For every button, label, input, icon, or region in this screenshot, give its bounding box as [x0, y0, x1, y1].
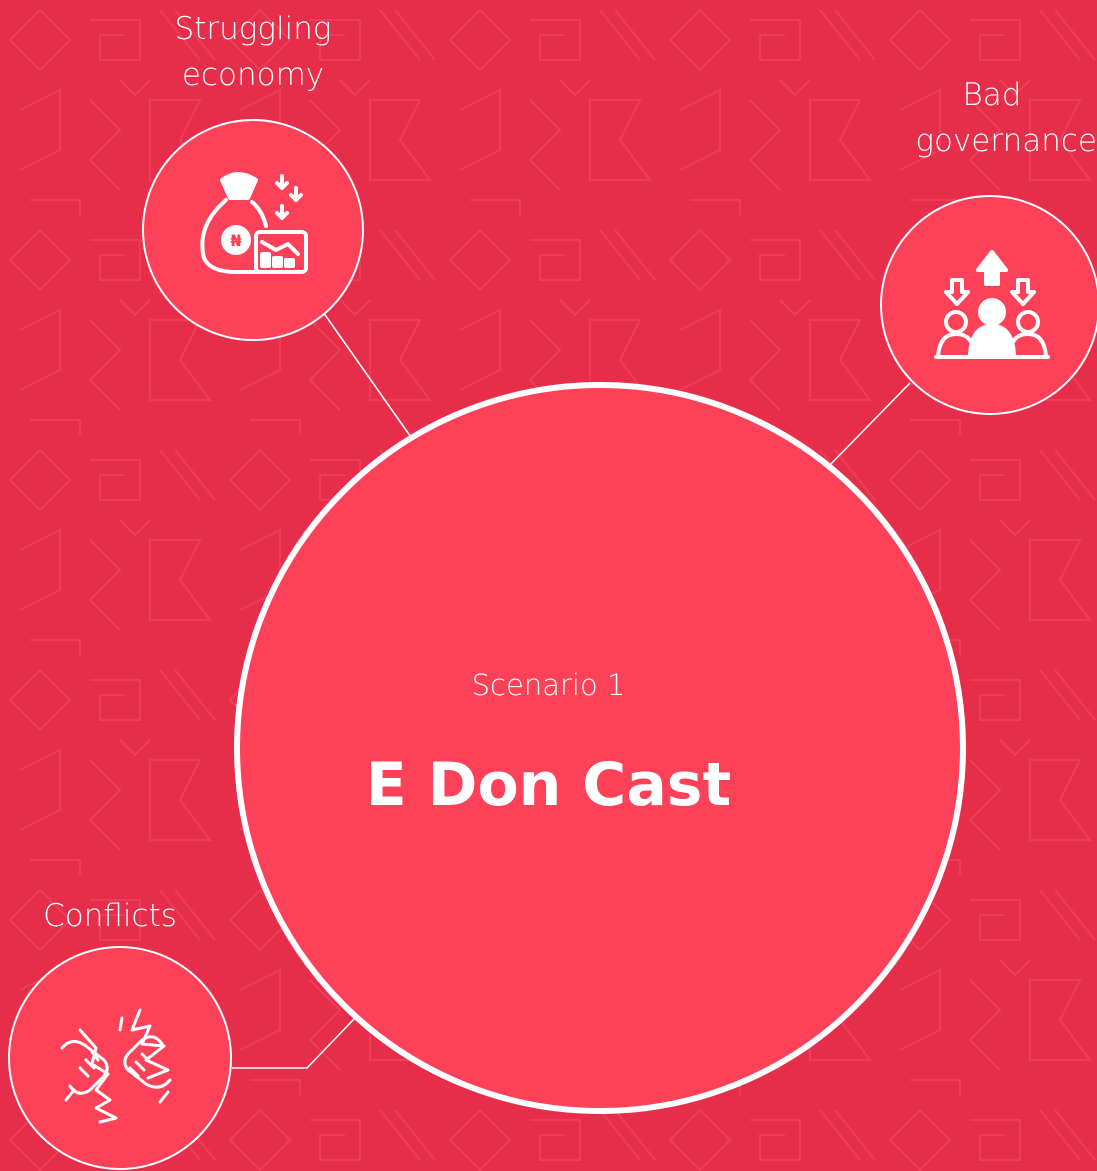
governance-label-line-2: governance [915, 123, 1097, 159]
fist-bump-clash-icon [60, 1008, 172, 1124]
conflicts-label: Conflicts [10, 893, 210, 939]
economy-label-line-2: economy [181, 57, 325, 93]
people-arrows-icon [934, 250, 1050, 359]
connector-conflicts [232, 1017, 356, 1069]
svg-text:₦: ₦ [230, 231, 241, 250]
economy-label: Struggling economy [153, 6, 353, 98]
scenario-title: E Don Cast [365, 750, 732, 820]
governance-label: Bad governance [887, 72, 1097, 164]
connector-economy [322, 311, 414, 441]
money-bag-decline-icon: ₦ [200, 172, 308, 274]
governance-label-line-1: Bad [962, 77, 1022, 113]
economy-node-circle [142, 119, 364, 341]
main-circle [234, 382, 966, 1114]
economy-label-line-1: Struggling [174, 11, 332, 47]
conflicts-node-circle [8, 946, 232, 1170]
scenario-subtitle: Scenario 1 [471, 668, 626, 702]
conflicts-label-line-1: Conflicts [43, 898, 177, 934]
connector-governance [824, 382, 911, 471]
